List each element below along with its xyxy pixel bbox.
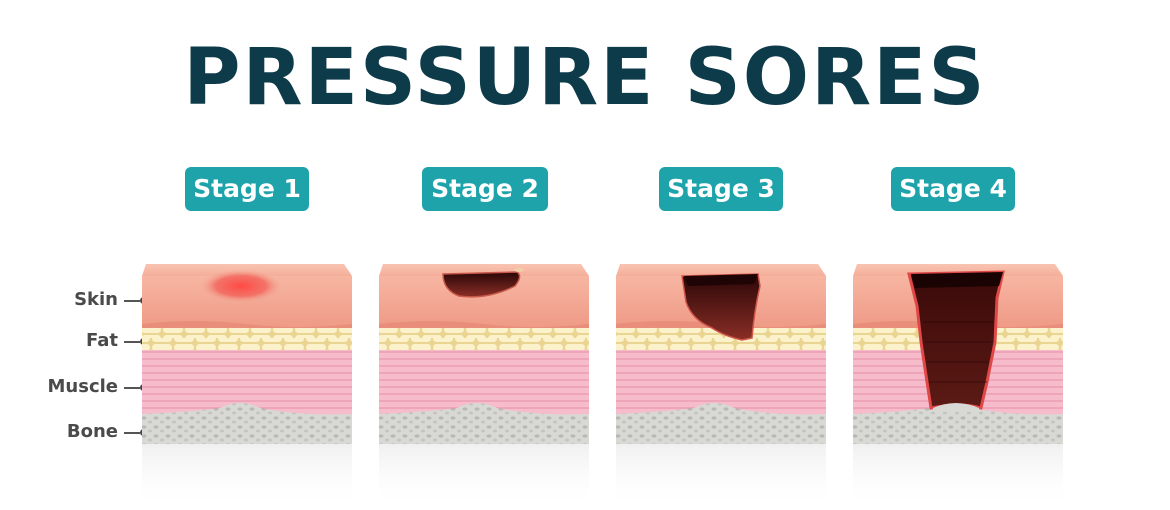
stage-2-badge: Stage 2 <box>422 167 548 211</box>
shallow-wound <box>442 271 521 298</box>
bone-leader <box>124 432 140 434</box>
stage-1-badge: Stage 1 <box>185 167 309 211</box>
deep-wound <box>681 273 761 341</box>
stage-4-tissue-diagram <box>853 264 1063 510</box>
redness-spot <box>199 269 283 303</box>
muscle-label: Muscle <box>47 376 119 397</box>
skin-label: Skin <box>74 289 118 310</box>
muscle-leader <box>124 387 140 389</box>
fat-label: Fat <box>86 330 118 351</box>
fat-leader <box>124 341 140 343</box>
skin-leader <box>124 300 140 302</box>
stage-1-tissue-diagram <box>142 264 352 510</box>
stage-3-badge: Stage 3 <box>659 167 783 211</box>
bone-label: Bone <box>66 421 118 442</box>
page-title: PRESSURE SORES <box>183 33 987 123</box>
stage-3-tissue-diagram <box>616 264 826 510</box>
stage-2-tissue-diagram <box>379 264 589 510</box>
stage-4-badge: Stage 4 <box>891 167 1015 211</box>
